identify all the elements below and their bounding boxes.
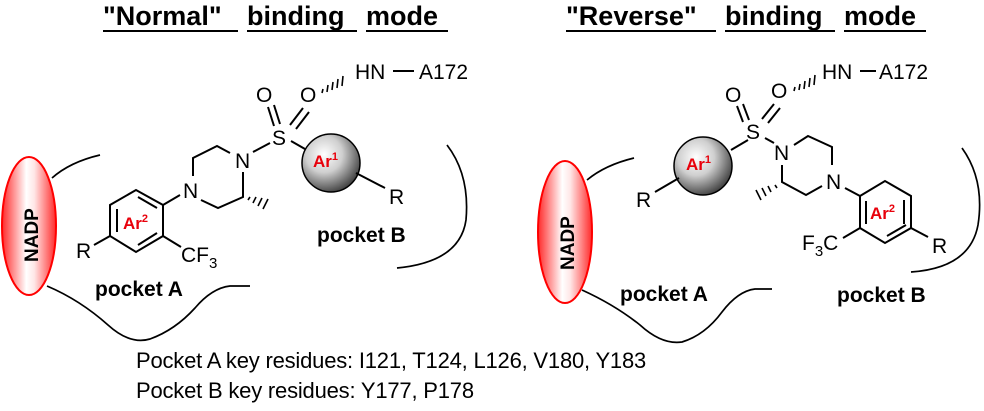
- normal-r-group-a: R: [76, 240, 91, 263]
- normal-cf3: CF3: [181, 244, 217, 272]
- pocket-b-residues: Pocket B key residues: Y177, P178: [136, 378, 474, 403]
- reverse-hbond-residue: A172: [879, 61, 928, 84]
- reverse-ar1-label: Ar1: [686, 154, 711, 174]
- reverse-methyl-hash: [755, 184, 778, 201]
- normal-ar2-label: Ar2: [123, 213, 148, 233]
- normal-hbond-residue: A172: [419, 61, 468, 84]
- normal-pocket-a-upper-curve: [51, 154, 101, 179]
- normal-ar1-sphere: [301, 133, 361, 193]
- reverse-hbond-partner: HN: [822, 61, 852, 84]
- normal-title: "Normal" binding mode: [103, 1, 438, 31]
- normal-hbond-partner: HN: [355, 61, 385, 84]
- reverse-r-group-a: R: [636, 189, 651, 212]
- reverse-f3c: F3C: [802, 232, 838, 260]
- normal-binding-panel: "Normal" binding mode NADP HN A172: [1, 1, 468, 342]
- reverse-title: "Reverse" binding mode: [566, 1, 916, 31]
- reverse-pocket-b-curve: [910, 147, 981, 273]
- normal-r-group-b: R: [389, 186, 404, 209]
- normal-nadp-label: NADP: [22, 208, 43, 262]
- normal-oxygen-2: O: [300, 84, 316, 107]
- normal-nadp-cofactor: NADP: [1, 156, 57, 296]
- reverse-nitrogen-1: N: [774, 142, 789, 165]
- reverse-binding-panel: "Reverse" binding mode NADP HN A172 O: [537, 1, 981, 344]
- reverse-pocket-a-lower-curve: [581, 288, 772, 344]
- normal-pocket-a-label: pocket A: [95, 278, 183, 301]
- normal-methyl-hash: [247, 196, 269, 210]
- reverse-oxygen-2: O: [771, 80, 787, 103]
- reverse-nadp-label: NADP: [558, 216, 579, 270]
- reverse-pocket-a-label: pocket A: [620, 283, 708, 306]
- normal-pocket-a-lower-curve: [46, 285, 250, 342]
- reverse-ar2-label: Ar2: [870, 203, 895, 223]
- reverse-sulfur: S: [746, 121, 760, 144]
- reverse-hbond-hash: [793, 74, 816, 92]
- reverse-oxygen-1: O: [725, 84, 741, 107]
- pocket-a-residues: Pocket A key residues: I121, T124, L126,…: [136, 348, 647, 373]
- normal-nitrogen-2: N: [183, 180, 198, 203]
- reverse-pocket-a-upper-curve: [586, 157, 635, 181]
- reverse-r-group-b: R: [932, 235, 947, 258]
- normal-pocket-b-label: pocket B: [317, 224, 406, 247]
- normal-nitrogen-1: N: [235, 150, 250, 173]
- normal-oxygen-1: O: [256, 84, 272, 107]
- normal-pocket-b-curve: [396, 144, 468, 269]
- reverse-nitrogen-2: N: [826, 171, 841, 194]
- reverse-nadp-cofactor: NADP: [537, 160, 593, 304]
- reverse-ar1-sphere: [673, 136, 733, 196]
- reverse-pocket-b-label: pocket B: [837, 284, 926, 307]
- normal-sulfur: S: [272, 127, 286, 150]
- normal-ar1-label: Ar1: [313, 151, 338, 171]
- normal-hbond-hash: [321, 75, 344, 94]
